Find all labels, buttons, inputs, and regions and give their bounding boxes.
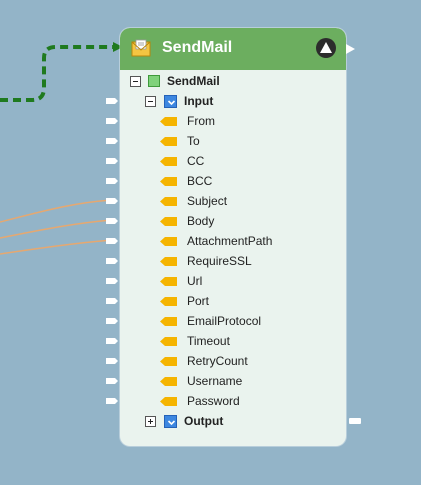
output-label: Output xyxy=(184,414,224,428)
parameter-tag-icon xyxy=(160,316,177,326)
parameter-tag-icon xyxy=(160,376,177,386)
flow-connector-arrow-icon xyxy=(113,42,123,52)
tree-output-row[interactable]: Output xyxy=(145,412,223,430)
input-field-label: Body xyxy=(187,214,215,228)
input-field-label: RequireSSL xyxy=(187,254,252,268)
input-field-row-requiressl[interactable]: RequireSSL xyxy=(160,252,252,270)
input-field-row-url[interactable]: Url xyxy=(160,272,202,290)
input-port-input-group[interactable] xyxy=(106,98,118,104)
parameter-tag-icon xyxy=(160,296,177,306)
input-port-password[interactable] xyxy=(106,398,118,404)
input-field-label: Subject xyxy=(187,194,228,208)
input-field-row-subject[interactable]: Subject xyxy=(160,192,227,210)
input-group-icon xyxy=(164,94,177,108)
input-field-row-emailprotocol[interactable]: EmailProtocol xyxy=(160,312,261,330)
input-field-row-attachmentpath[interactable]: AttachmentPath xyxy=(160,232,272,250)
data-wire-subject[interactable] xyxy=(0,199,113,223)
parameter-tag-icon xyxy=(160,276,177,286)
parameter-tag-icon xyxy=(160,156,177,166)
input-field-label: Password xyxy=(187,394,240,408)
activity-node-icon xyxy=(148,75,160,87)
input-field-row-from[interactable]: From xyxy=(160,112,215,130)
output-port[interactable] xyxy=(349,418,361,424)
input-field-label: Timeout xyxy=(187,334,230,348)
input-port-to[interactable] xyxy=(106,138,118,144)
input-port-subject[interactable] xyxy=(106,198,118,204)
input-port-from[interactable] xyxy=(106,118,118,124)
parameter-tag-icon xyxy=(160,336,177,346)
input-field-row-body[interactable]: Body xyxy=(160,212,214,230)
input-field-row-cc[interactable]: CC xyxy=(160,152,204,170)
output-group-icon xyxy=(164,414,177,428)
parameter-tag-icon xyxy=(160,396,177,406)
output-expand-toggle[interactable] xyxy=(145,415,156,427)
input-port-url[interactable] xyxy=(106,278,118,284)
triangle-up-icon xyxy=(320,42,332,53)
input-label: Input xyxy=(184,94,214,108)
parameter-tag-icon xyxy=(160,216,177,226)
flow-connector-wire[interactable] xyxy=(0,45,118,102)
input-collapse-toggle[interactable] xyxy=(145,95,156,107)
parameter-tag-icon xyxy=(160,116,177,126)
parameter-tag-icon xyxy=(160,196,177,206)
input-field-label: RetryCount xyxy=(187,354,248,368)
input-field-label: From xyxy=(187,114,215,128)
flow-out-port-icon[interactable] xyxy=(345,43,357,55)
data-wire-body[interactable] xyxy=(0,219,113,239)
node-header[interactable]: SendMail xyxy=(120,28,346,70)
tree-input-row[interactable]: Input xyxy=(145,92,213,110)
input-port-username[interactable] xyxy=(106,378,118,384)
input-field-label: Username xyxy=(187,374,243,388)
input-field-label: Url xyxy=(187,274,203,288)
parameter-tag-icon xyxy=(160,136,177,146)
sendmail-node[interactable]: SendMail xyxy=(120,28,346,446)
input-port-emailprotocol[interactable] xyxy=(106,318,118,324)
tree-root-row[interactable]: SendMail xyxy=(130,72,220,90)
input-port-port[interactable] xyxy=(106,298,118,304)
node-title: SendMail xyxy=(162,39,233,56)
input-field-row-bcc[interactable]: BCC xyxy=(160,172,212,190)
input-field-row-timeout[interactable]: Timeout xyxy=(160,332,230,350)
input-field-label: CC xyxy=(187,154,205,168)
collapse-node-button[interactable] xyxy=(316,38,336,58)
input-port-bcc[interactable] xyxy=(106,178,118,184)
input-port-attachmentpath[interactable] xyxy=(106,238,118,244)
input-field-row-password[interactable]: Password xyxy=(160,392,240,410)
input-field-label: AttachmentPath xyxy=(187,234,273,248)
parameter-tag-icon xyxy=(160,356,177,366)
input-field-label: BCC xyxy=(187,174,213,188)
input-port-cc[interactable] xyxy=(106,158,118,164)
root-collapse-toggle[interactable] xyxy=(130,75,141,87)
input-field-row-username[interactable]: Username xyxy=(160,372,242,390)
mail-envelope-icon xyxy=(131,39,151,57)
input-field-row-retrycount[interactable]: RetryCount xyxy=(160,352,248,370)
parameter-tag-icon xyxy=(160,176,177,186)
input-port-timeout[interactable] xyxy=(106,338,118,344)
parameter-tag-icon xyxy=(160,236,177,246)
input-field-row-to[interactable]: To xyxy=(160,132,200,150)
input-port-body[interactable] xyxy=(106,218,118,224)
input-field-row-port[interactable]: Port xyxy=(160,292,209,310)
input-field-label: EmailProtocol xyxy=(187,314,262,328)
data-wire-attachmentpath[interactable] xyxy=(0,239,113,255)
input-port-requiressl[interactable] xyxy=(106,258,118,264)
root-label: SendMail xyxy=(167,74,220,88)
input-field-label: To xyxy=(187,134,200,148)
parameter-tag-icon xyxy=(160,256,177,266)
input-field-label: Port xyxy=(187,294,210,308)
input-port-retrycount[interactable] xyxy=(106,358,118,364)
